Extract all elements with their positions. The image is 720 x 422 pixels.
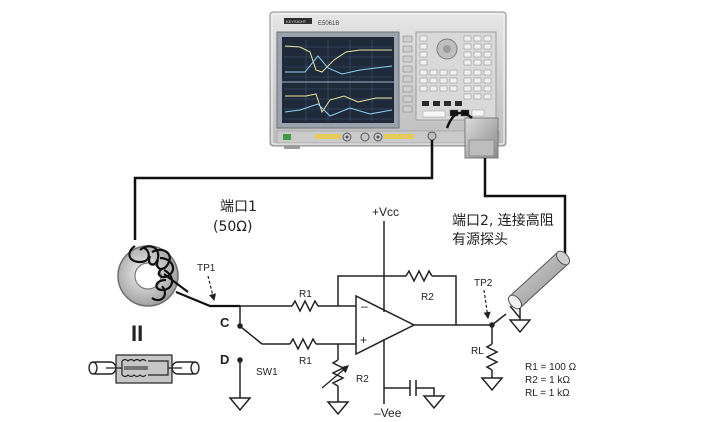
r2-pot-label: R2 (356, 374, 369, 385)
port1-cable (133, 140, 434, 240)
opamp (355, 294, 416, 356)
switch-label: SW1 (256, 367, 278, 378)
r2-feedback-label: R2 (421, 292, 434, 303)
resistor-r1-bottom (289, 337, 317, 351)
analyzer-screen (282, 37, 394, 123)
toroid-transformer (117, 245, 240, 308)
port1-impedance: (50Ω) (213, 219, 253, 235)
port2-cable (483, 158, 567, 254)
port1-title: 端口1 (220, 199, 257, 215)
resistor-r2-feedback (405, 269, 433, 283)
component-value-r2: R2 = 1 kΩ (525, 375, 570, 386)
potentiometer-r2 (331, 359, 345, 387)
vee-label: –Vee (374, 406, 402, 420)
opamp-noninverting-sign: + (360, 333, 368, 347)
brand-mark: KEYSIGHT (286, 19, 307, 24)
switch-node-d: D (220, 352, 230, 367)
network-analyzer: E5061B KEYSIGHT (269, 11, 507, 159)
resistor-r1-top (291, 299, 319, 313)
component-value-rl: RL = 1 kΩ (525, 388, 570, 399)
cables (133, 111, 567, 254)
vcc-label: +Vcc (372, 205, 400, 219)
component-value-r1: R1 = 100 Ω (525, 362, 577, 373)
potentiometer-arrow (321, 365, 349, 389)
tp2-label: TP2 (474, 278, 493, 289)
r1-top-label: R1 (299, 289, 312, 300)
resistor-rl (485, 343, 499, 371)
port2-description-line2: 有源探头 (452, 232, 508, 248)
tp1-arrow (207, 275, 217, 302)
r1-bottom-label: R1 (299, 356, 312, 367)
circuit (228, 221, 507, 416)
port2-description-line1: 端口2, 连接高阻 (452, 213, 554, 229)
switch-node-c: C (220, 315, 230, 330)
active-probe (507, 250, 571, 334)
component-values-list: R1 = 100 Ω R2 = 1 kΩ RL = 1 kΩ (525, 361, 576, 400)
coax-transformer-icon (88, 354, 200, 384)
instrument-model-label: E5061B (318, 21, 339, 27)
equivalence-sign: II (131, 321, 143, 346)
opamp-inverting-sign: – (361, 299, 368, 313)
rl-label: RL (471, 346, 484, 357)
switch-sw1-blade (240, 326, 263, 345)
port1-connector (427, 131, 437, 141)
tp1-label: TP1 (197, 263, 216, 274)
tp2-arrow (483, 289, 491, 320)
